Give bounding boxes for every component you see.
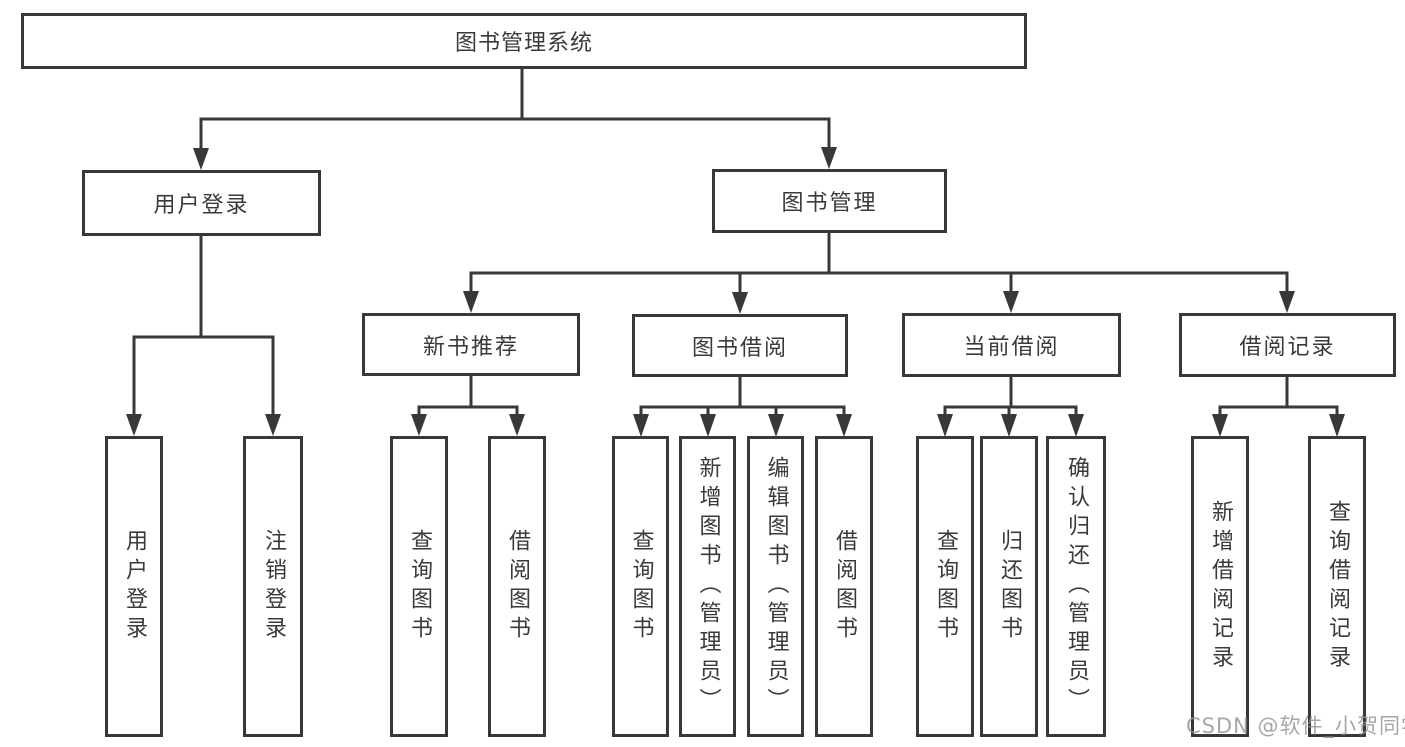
leaf-add-borrow-record: 新增借阅记录 bbox=[1191, 436, 1249, 737]
leaf-borrow-books: 借阅图书 bbox=[815, 436, 873, 737]
node-book-borrowing: 图书借阅 bbox=[632, 314, 848, 377]
leaf-logout-login-label: 注销登录 bbox=[261, 528, 286, 645]
leaf-logout-login: 注销登录 bbox=[243, 436, 303, 737]
leaf-edit-book-admin-label: 编辑图书（管理员） bbox=[763, 456, 789, 717]
leaf-user-login-label: 用户登录 bbox=[122, 528, 147, 645]
leaf-edit-book-admin: 编辑图书（管理员） bbox=[747, 436, 804, 737]
node-borrow-records: 借阅记录 bbox=[1179, 313, 1396, 377]
leaf-query-borrow-record: 查询借阅记录 bbox=[1308, 436, 1366, 737]
leaf-query-books-borrowing-label: 查询图书 bbox=[628, 528, 654, 645]
leaf-query-books-borrowing: 查询图书 bbox=[612, 436, 669, 737]
leaf-query-books-current: 查询图书 bbox=[916, 436, 974, 737]
leaf-borrow-books-label: 借阅图书 bbox=[832, 528, 857, 645]
leaf-query-books-current-label: 查询图书 bbox=[933, 528, 958, 645]
leaf-confirm-return-admin-label: 确认归还（管理员） bbox=[1064, 456, 1089, 717]
node-book-management: 图书管理 bbox=[712, 169, 947, 233]
leaf-query-books-recommend: 查询图书 bbox=[390, 436, 448, 737]
leaf-borrow-books-recommend: 借阅图书 bbox=[488, 436, 546, 737]
leaf-add-book-admin: 新增图书（管理员） bbox=[679, 436, 736, 737]
leaf-add-book-admin-label: 新增图书（管理员） bbox=[695, 456, 721, 717]
leaf-add-borrow-record-label: 新增借阅记录 bbox=[1208, 499, 1233, 674]
leaf-return-book: 归还图书 bbox=[980, 436, 1038, 737]
leaf-query-books-recommend-label: 查询图书 bbox=[407, 528, 432, 645]
leaf-query-borrow-record-label: 查询借阅记录 bbox=[1325, 499, 1350, 674]
node-user-login: 用户登录 bbox=[82, 170, 321, 236]
node-current-borrowing: 当前借阅 bbox=[902, 313, 1121, 377]
leaf-borrow-books-recommend-label: 借阅图书 bbox=[505, 528, 530, 645]
csdn-watermark: CSDN @软件_小贺同学 bbox=[1186, 714, 1405, 738]
leaf-confirm-return-admin: 确认归还（管理员） bbox=[1046, 436, 1106, 737]
node-new-book-recommend: 新书推荐 bbox=[362, 313, 580, 376]
node-library-management-system: 图书管理系统 bbox=[21, 13, 1027, 69]
leaf-return-book-label: 归还图书 bbox=[997, 528, 1022, 645]
leaf-user-login: 用户登录 bbox=[105, 436, 163, 737]
